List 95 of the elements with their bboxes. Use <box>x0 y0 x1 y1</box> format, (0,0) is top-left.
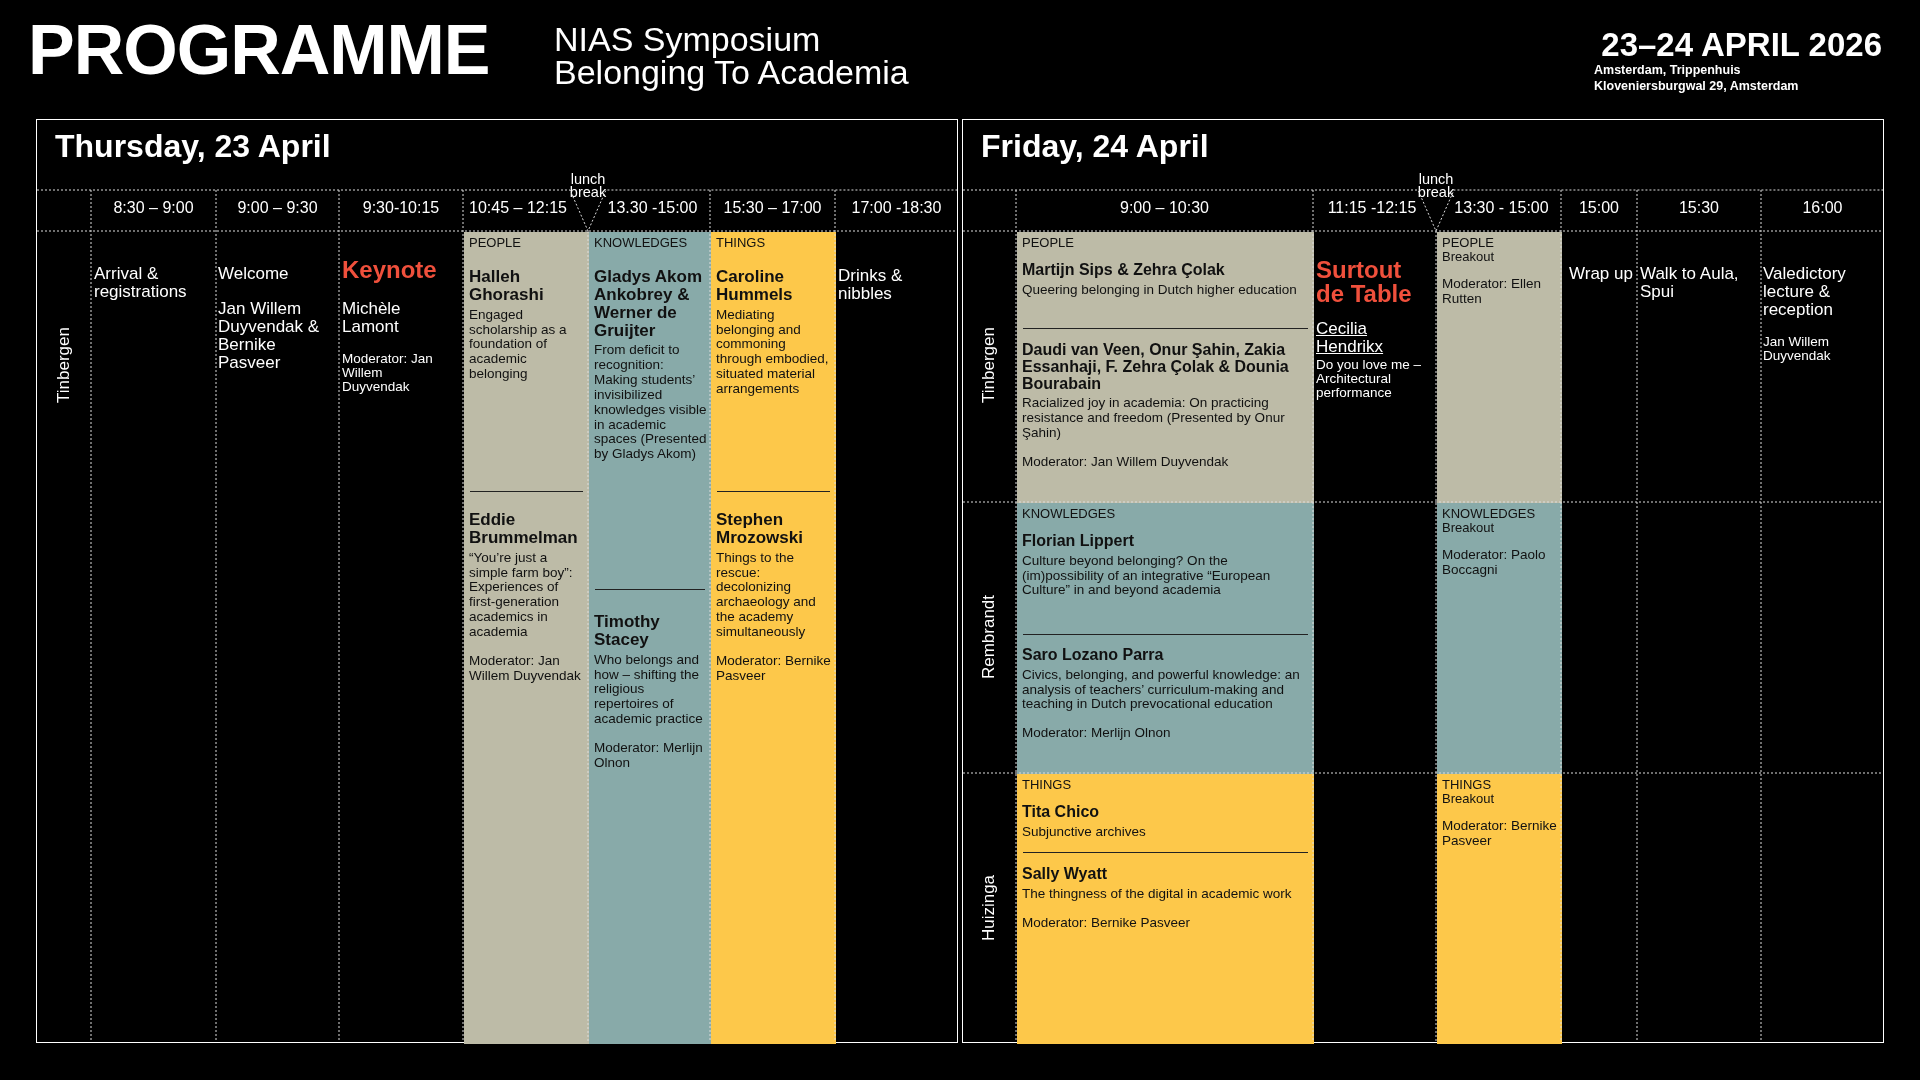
moderator-text: Moderator: Bernike Pasveer <box>1442 819 1558 849</box>
time-slot: 10:45 – 12:15 <box>463 200 573 217</box>
session-block <box>1017 232 1314 503</box>
talk-title: Queering belonging in Dutch higher education <box>1022 282 1298 298</box>
speaker-name: Timothy Stacey <box>594 613 661 649</box>
moderator-text: Moderator: Jan Willem Duyvendak <box>1022 454 1230 470</box>
time-slot: 16:00 <box>1761 200 1884 217</box>
talk-title: “You’re just a simple farm boy”: Experiences of first-generation academics in academia <box>469 550 574 640</box>
strand-label: PEOPLE <box>469 236 523 250</box>
time-slot: 9:00 – 9:30 <box>216 200 339 217</box>
speaker-name: Cecilia Hendrikx <box>1316 320 1385 356</box>
time-slot: 9:00 – 10:30 <box>1016 200 1313 217</box>
session-text: Walk to Aula, Spui <box>1640 265 1740 301</box>
session-title: Surtout de Table <box>1316 258 1413 306</box>
speaker-name: Jan Willem Duyvendak & Bernike Pasveer <box>218 300 321 372</box>
day-panel <box>36 119 958 1043</box>
talk-title: Things to the rescue: decolonizing archaeology and the academy simultaneously <box>716 550 817 640</box>
speaker-name: Stephen Mrozowski <box>716 511 804 547</box>
session-block <box>1437 232 1562 503</box>
strand-label: PEOPLE <box>1442 236 1496 250</box>
speaker-name: Martijn Sips & Zehra Çolak <box>1022 262 1226 279</box>
strand-label: KNOWLEDGES <box>1022 507 1117 521</box>
subtitle: NIAS Symposium <box>554 22 822 58</box>
speaker-name: Sally Wyatt <box>1022 866 1109 883</box>
time-slot: 11:15 -12:15 <box>1313 200 1431 217</box>
session-block <box>1017 774 1314 1044</box>
lunch-break-label: lunch break <box>568 173 608 200</box>
strand-label: THINGS <box>1022 778 1073 792</box>
talk-title: Racialized joy in academia: On practicing resistance and freedom (Presented by Onur Şahin) <box>1022 396 1286 441</box>
strand-label: KNOWLEDGES <box>594 236 689 250</box>
moderator-text: Moderator: Bernike Pasveer <box>716 653 832 684</box>
strand-label: Breakout <box>1442 249 1496 264</box>
time-slot: 8:30 – 9:00 <box>91 200 216 217</box>
speaker-name: Tita Chico <box>1022 804 1101 821</box>
moderator-text: Moderator: Jan Willem Duyvendak <box>342 352 434 395</box>
moderator-text: Moderator: Paolo Boccagni <box>1442 548 1547 578</box>
strand-label: THINGS <box>716 236 767 250</box>
speaker-name: Michèle Lamont <box>342 300 402 336</box>
strand-label: THINGS <box>1442 778 1493 792</box>
session-text: Drinks & nibbles <box>838 267 904 303</box>
session-text: Welcome <box>218 265 290 283</box>
talk-title: Subjunctive archives <box>1022 824 1147 840</box>
moderator-text: Moderator: Ellen Rutten <box>1442 277 1543 307</box>
room-label: Tinbergen <box>54 327 73 403</box>
moderator-text: Moderator: Merlijn Olnon <box>1022 726 1172 742</box>
strand-label: PEOPLE <box>1022 236 1076 250</box>
session-block <box>1437 774 1562 1044</box>
session-block <box>1017 503 1314 774</box>
day-heading: Thursday, 23 April <box>55 128 331 165</box>
talk-title: Civics, belonging, and powerful knowledge: an analysis of teachers’ curriculum-making and teaching in Dutch prevocational education <box>1022 667 1301 713</box>
strand-label: Breakout <box>1442 791 1496 806</box>
speaker-name: Florian Lippert <box>1022 533 1135 550</box>
time-slot: 15:30 <box>1637 200 1761 217</box>
time-slot: 13:30 - 15:00 <box>1442 200 1561 217</box>
day-panel <box>962 119 1884 1043</box>
time-slot: 17:00 -18:30 <box>835 200 958 217</box>
time-slot: 15:00 <box>1561 200 1637 217</box>
talk-title: From deficit to recognition: Making students’ invisibilized knowledges visible in academic spaces (Presented by Gladys Akom) <box>594 343 707 463</box>
time-slot: 15:30 – 17:00 <box>710 200 835 217</box>
room-label: Rembrandt <box>980 594 998 680</box>
speaker-name: Gladys Akom Ankobrey & Werner de Gruijter <box>594 268 704 340</box>
room-label: Huizinga <box>980 874 998 942</box>
session-title: Keynote <box>342 258 438 282</box>
talk-title: Engaged scholarship as a foundation of academic belonging <box>469 307 568 382</box>
lunch-break-label: lunch break <box>1416 173 1455 200</box>
venue-text: Amsterdam, Trippenhuis <box>1594 64 1742 78</box>
talk-title: Do you love me – Architectural performance <box>1316 358 1423 401</box>
session-block <box>589 232 711 1044</box>
session-text: Valedictory lecture & reception <box>1763 265 1847 319</box>
speaker-name: Daudi van Veen, Onur Şahin, Zakia Essanhaji, F. Zehra Çolak & Dounia Bourabain <box>1022 342 1290 393</box>
talk-title: Mediating belonging and commoning through embodied, situated material arrangements <box>716 307 830 397</box>
moderator-text: Moderator: Merlijn Olnon <box>594 740 704 771</box>
day-heading: Friday, 24 April <box>981 128 1209 165</box>
speaker-name: Saro Lozano Parra <box>1022 647 1165 664</box>
speaker-name: Caroline Hummels <box>716 268 794 304</box>
room-label: Tinbergen <box>980 327 998 403</box>
date-heading: 23–24 APRIL 2026 <box>1600 28 1882 63</box>
session-text: Arrival & registrations <box>94 265 188 301</box>
moderator-text: Moderator: Jan Willem Duyvendak <box>469 653 582 684</box>
speaker-name: Jan Willem Duyvendak <box>1763 335 1832 364</box>
session-block <box>1437 503 1562 774</box>
page-title: PROGRAMME <box>28 12 490 89</box>
speaker-name: Halleh Ghorashi <box>469 268 545 304</box>
talk-title: Culture beyond belonging? On the (im)possibility of an integrative “European Culture” in and beyond academia <box>1022 553 1272 599</box>
time-slot: 13.30 -15:00 <box>595 200 710 217</box>
talk-title: Who belongs and how – shifting the religious repertoires of academic practice <box>594 652 704 727</box>
moderator-text: Moderator: Bernike Pasveer <box>1022 915 1192 931</box>
session-block <box>711 232 836 1044</box>
address-text: Kloveniersburgwal 29, Amsterdam <box>1594 80 1800 94</box>
talk-title: The thingness of the digital in academic work <box>1022 886 1293 902</box>
session-block <box>464 232 589 1044</box>
time-slot: 9:30-10:15 <box>339 200 463 217</box>
strand-label: KNOWLEDGES <box>1442 507 1537 521</box>
speaker-name: Eddie Brummelman <box>469 511 579 547</box>
strand-label: Breakout <box>1442 520 1496 535</box>
